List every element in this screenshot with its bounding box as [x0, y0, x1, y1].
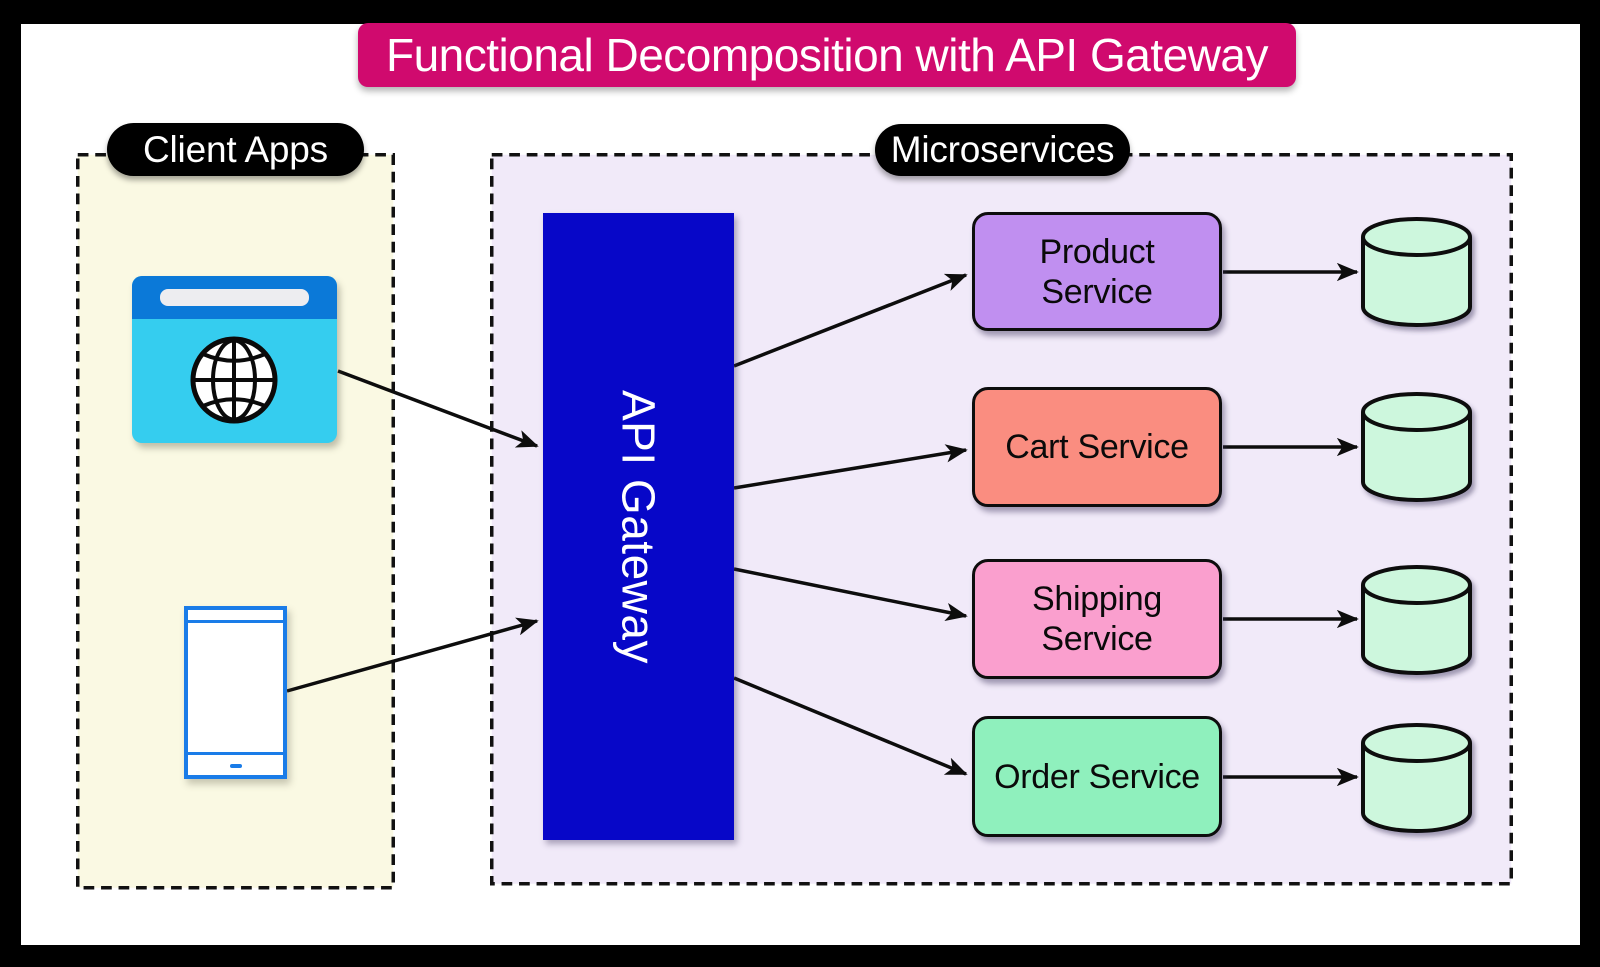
api-gateway-node: API Gateway [543, 213, 734, 840]
client-apps-group-label-text: Client Apps [143, 128, 328, 170]
product-service-node: Product Service [972, 212, 1222, 331]
browser-titlebar [132, 276, 337, 319]
browser-addressbar [160, 289, 309, 306]
web-browser-icon [132, 276, 337, 443]
phone-home-button [230, 764, 242, 768]
order-service-label: Order Service [994, 757, 1200, 796]
cart-service-label: Cart Service [1005, 428, 1189, 466]
client-apps-group-label: Client Apps [107, 123, 364, 176]
cart-service-node: Cart Service [972, 387, 1222, 507]
microservices-group-label: Microservices [875, 124, 1130, 176]
phone-top-divider [188, 620, 283, 623]
product-service-label: Product Service [1039, 232, 1155, 311]
diagram-title: Functional Decomposition with API Gatewa… [385, 29, 1269, 81]
globe-icon [190, 336, 278, 424]
shipping-service-label: Shipping Service [1032, 580, 1162, 658]
shipping-service-node: Shipping Service [972, 559, 1222, 679]
order-service-node: Order Service [972, 716, 1222, 837]
diagram-title-banner: Functional Decomposition with API Gatewa… [358, 23, 1296, 87]
api-gateway-label: API Gateway [612, 389, 665, 664]
phone-bottom-divider [188, 752, 283, 755]
smartphone-icon [184, 606, 287, 779]
microservices-group-label-text: Microservices [890, 129, 1115, 170]
